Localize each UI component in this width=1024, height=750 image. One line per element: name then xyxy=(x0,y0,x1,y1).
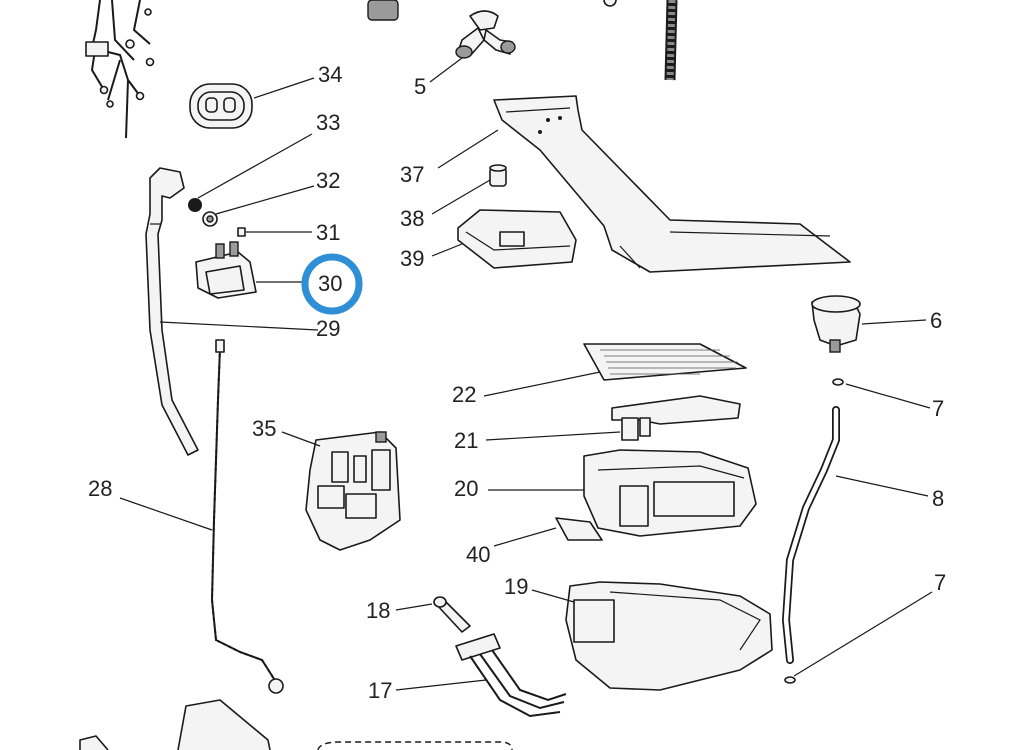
part-38-cap xyxy=(431,164,507,215)
label-part-30: 30 xyxy=(318,271,342,296)
label-part-8: 8 xyxy=(932,486,944,511)
part-22-filter-mesh xyxy=(483,343,747,397)
part-21-dispenser-cover xyxy=(485,395,741,441)
part-37-top-rail xyxy=(437,95,851,273)
label-part-17: 17 xyxy=(368,678,392,703)
label-part-21: 21 xyxy=(454,428,478,453)
part-7-ring-upper xyxy=(832,378,931,409)
label-part-7-upper: 7 xyxy=(932,396,944,421)
part-32-washer xyxy=(202,185,315,227)
label-part-22: 22 xyxy=(452,382,476,407)
part-17-heating-element xyxy=(395,633,567,718)
part-30-switch xyxy=(195,241,304,299)
part-34-grommet xyxy=(189,77,315,129)
part-7-ring-lower xyxy=(784,591,933,684)
part-35-control-block xyxy=(281,431,401,551)
part-5-y-connector xyxy=(429,10,516,83)
part-39-siphon-cover xyxy=(431,209,577,269)
label-part-39: 39 xyxy=(400,246,424,271)
label-part-32: 32 xyxy=(316,168,340,193)
label-part-7-lower: 7 xyxy=(934,570,946,595)
label-part-18: 18 xyxy=(366,598,390,623)
label-part-19: 19 xyxy=(504,574,528,599)
partial-hose-top xyxy=(664,0,678,81)
highlight-ring xyxy=(301,253,363,315)
label-part-40: 40 xyxy=(466,542,490,567)
label-part-29: 29 xyxy=(316,316,340,341)
label-part-31: 31 xyxy=(316,220,340,245)
label-part-5: 5 xyxy=(414,74,426,99)
part-33-clip xyxy=(188,133,313,212)
part-28-power-cord xyxy=(119,339,284,694)
part-40-clip xyxy=(493,517,603,547)
label-part-38: 38 xyxy=(400,206,424,231)
part-31-screw xyxy=(237,227,312,237)
part-29-drain-hose xyxy=(145,167,319,456)
partial-parts-bottom xyxy=(79,699,513,750)
part-18-screw xyxy=(395,596,471,633)
part-6-pressure-switch xyxy=(811,295,927,353)
part-20-detergent-drawer xyxy=(488,449,757,537)
part-8-hose xyxy=(781,406,929,664)
partial-part-top-center xyxy=(367,0,617,21)
wiring-harness xyxy=(85,0,155,139)
label-part-33: 33 xyxy=(316,110,340,135)
label-part-6: 6 xyxy=(930,308,942,333)
label-part-35: 35 xyxy=(252,416,276,441)
label-part-37: 37 xyxy=(400,162,424,187)
part-19-dispenser-housing xyxy=(531,581,773,691)
label-part-34: 34 xyxy=(318,62,342,87)
label-part-28: 28 xyxy=(88,476,112,501)
label-part-20: 20 xyxy=(454,476,478,501)
